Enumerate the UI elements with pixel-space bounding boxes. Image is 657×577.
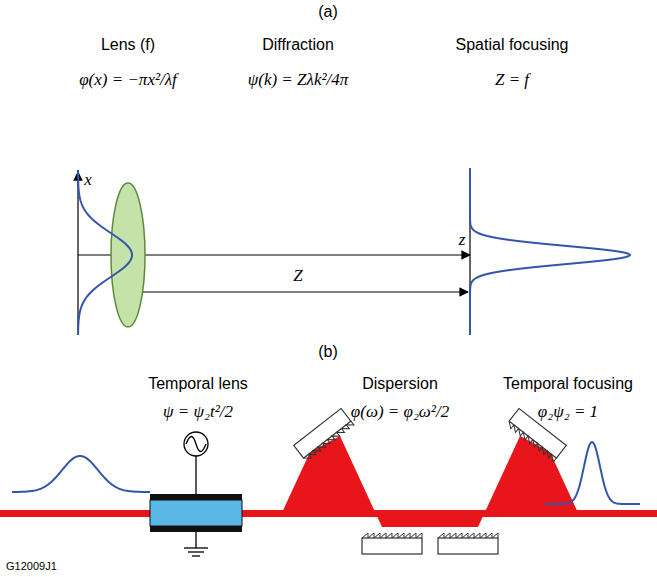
focused-beam-profile <box>470 168 630 335</box>
heading: Temporal lens <box>148 375 248 393</box>
formula: φ(ω) = φ₂ω²/2 <box>351 403 449 422</box>
panel-label: (a) <box>318 3 338 21</box>
figure-code: G12009J1 <box>6 560 57 572</box>
heading: Diffraction <box>262 36 334 54</box>
heading: Temporal focusing <box>503 375 633 393</box>
distance-arrow <box>130 291 468 292</box>
formula: φ(x) = −πx²/λf <box>79 71 177 90</box>
compressed-pulse <box>545 442 640 504</box>
axis-label: z <box>459 231 466 250</box>
heading: Lens (f) <box>101 36 155 54</box>
formula: Z = f <box>495 71 529 90</box>
formula: ψ = ψ₂t²/2 <box>163 403 233 422</box>
panel-label: (b) <box>318 343 338 361</box>
axis-label: x <box>84 171 92 190</box>
heading: Spatial focusing <box>456 36 569 54</box>
formula: ψ(k) = Zλk²/4π <box>248 71 349 90</box>
dimension-label: Z <box>293 267 302 286</box>
input-beam-profile <box>78 170 132 335</box>
lens <box>111 183 145 327</box>
modulator <box>150 432 242 556</box>
grating <box>294 408 354 461</box>
grating <box>438 533 498 554</box>
grating <box>362 533 422 554</box>
beam <box>280 436 580 527</box>
formula: φ₂ψ₂ = 1 <box>538 403 598 422</box>
input-pulse <box>12 456 150 492</box>
heading: Dispersion <box>362 375 438 393</box>
